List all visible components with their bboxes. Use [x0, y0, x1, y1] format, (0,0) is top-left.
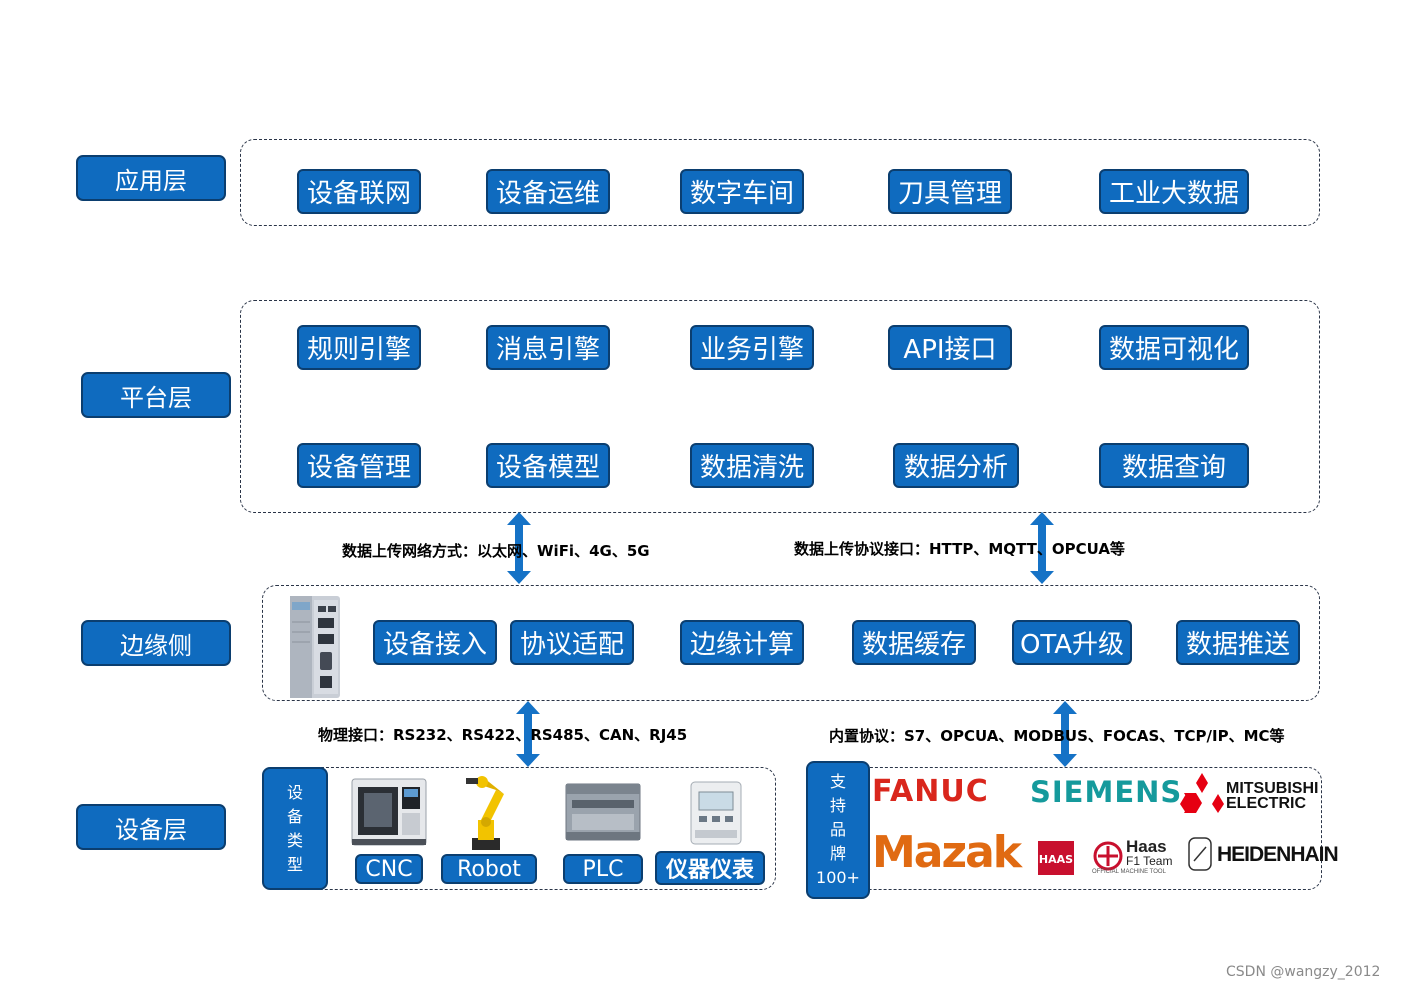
edge-chip-data-push: 数据推送 — [1176, 620, 1300, 665]
app-chip-tool-management: 刀具管理 — [888, 169, 1012, 214]
tag-char: 品 — [829, 820, 846, 839]
device-type-instrument: 仪器仪表 — [655, 851, 765, 885]
heidenhain-logo: HEIDENHAIN — [1217, 843, 1339, 866]
edge-layer-zone — [262, 585, 1320, 701]
app-chip-device-networking: 设备联网 — [297, 169, 421, 214]
tag-char: 型 — [286, 854, 303, 874]
siemens-logo: SIEMENS — [1030, 775, 1183, 809]
plc-image — [565, 783, 641, 841]
platform-chip-api: API接口 — [888, 325, 1012, 370]
fanuc-logo: FANUC — [872, 774, 989, 809]
app-chip-digital-workshop: 数字车间 — [680, 169, 804, 214]
heidenhain-emblem-icon — [1188, 837, 1212, 871]
device-type-plc: PLC — [563, 854, 643, 884]
app-chip-device-ops: 设备运维 — [486, 169, 610, 214]
platform-layer-zone — [240, 300, 1320, 513]
app-chip-industrial-bigdata: 工业大数据 — [1099, 169, 1249, 214]
layer-label-platform: 平台层 — [81, 372, 231, 418]
haas-logo-text: HAAS — [1039, 853, 1073, 866]
mitsubishi-logo-line1: MITSUBISHI — [1226, 780, 1319, 797]
brands-tag: 支 持 品 牌 100+ — [806, 761, 870, 899]
device-types-tag: 设 备 类 型 — [262, 767, 328, 890]
layer-label-edge: 边缘侧 — [81, 620, 231, 666]
edge-chip-edge-computing: 边缘计算 — [680, 620, 804, 665]
edge-chip-ota-upgrade: OTA升级 — [1012, 620, 1132, 665]
tag-char: 100+ — [816, 868, 860, 887]
note-builtin-protocol: 内置协议：S7、OPCUA、MODBUS、FOCAS、TCP/IP、MC等 — [829, 727, 1285, 745]
platform-chip-business-engine: 业务引擎 — [690, 325, 814, 370]
platform-chip-data-query: 数据查询 — [1099, 443, 1249, 488]
mitsubishi-diamonds-icon — [1180, 773, 1224, 813]
tag-char: 支 — [829, 772, 846, 791]
robot-arm-image — [466, 776, 504, 850]
note-physical-interface: 物理接口：RS232、RS422、RS485、CAN、RJ45 — [318, 726, 688, 744]
note-protocol-upload: 数据上传协议接口：HTTP、MQTT、OPCUA等 — [794, 540, 1125, 558]
platform-chip-rule-engine: 规则引擎 — [297, 325, 421, 370]
device-type-robot: Robot — [441, 854, 537, 884]
haas-f1-wheel-icon — [1093, 841, 1123, 871]
platform-chip-device-model: 设备模型 — [486, 443, 610, 488]
platform-chip-data-analysis: 数据分析 — [893, 443, 1019, 488]
platform-chip-message-engine: 消息引擎 — [486, 325, 610, 370]
platform-chip-data-visualization: 数据可视化 — [1099, 325, 1249, 370]
tag-char: 设 — [286, 782, 303, 802]
mitsubishi-logo-line2: ELECTRIC — [1226, 795, 1306, 812]
edge-chip-data-cache: 数据缓存 — [852, 620, 976, 665]
edge-chip-device-access: 设备接入 — [373, 620, 497, 665]
haas-f1-text-2: F1 Team — [1126, 854, 1173, 868]
platform-chip-device-management: 设备管理 — [297, 443, 421, 488]
edge-chip-protocol-adaptation: 协议适配 — [510, 620, 634, 665]
mazak-logo: Mazak — [872, 827, 1022, 878]
tag-char: 备 — [286, 806, 303, 826]
layer-label-device: 设备层 — [76, 804, 226, 850]
edge-gateway-device-image — [290, 596, 340, 698]
tag-char: 持 — [829, 796, 846, 815]
credit-watermark: CSDN @wangzy_2012 — [1226, 964, 1381, 980]
haas-f1-text-3: OFFICIAL MACHINE TOOL — [1092, 869, 1166, 875]
app-layer-zone — [240, 139, 1320, 226]
haas-f1-text-1: Haas — [1126, 837, 1167, 856]
meter-image — [690, 781, 742, 845]
tag-char: 牌 — [829, 844, 846, 863]
tag-char: 类 — [286, 830, 303, 850]
platform-chip-data-cleaning: 数据清洗 — [690, 443, 814, 488]
layer-label-app: 应用层 — [76, 155, 226, 201]
note-network-upload: 数据上传网络方式：以太网、WiFi、4G、5G — [342, 542, 650, 560]
cnc-machine-image — [351, 778, 427, 846]
device-type-cnc: CNC — [355, 854, 423, 884]
haas-logo-icon: HAAS — [1038, 841, 1074, 875]
